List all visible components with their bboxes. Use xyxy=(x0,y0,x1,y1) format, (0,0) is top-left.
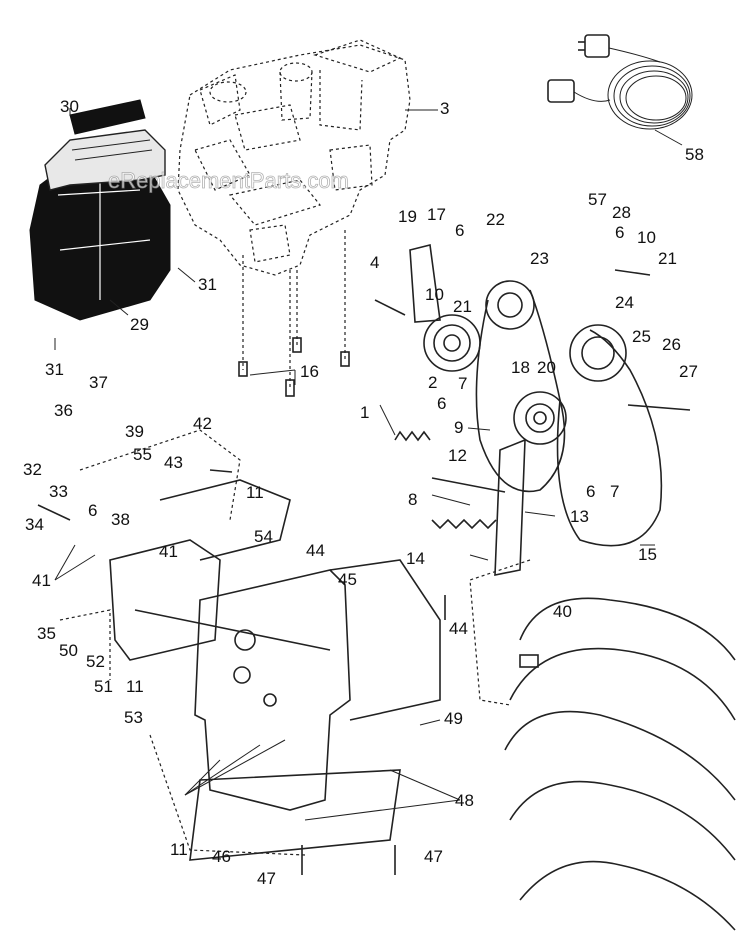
callout-53: 53 xyxy=(124,708,143,727)
callout-7-upper: 7 xyxy=(458,374,467,393)
callout-36: 36 xyxy=(54,401,73,420)
callout-19: 19 xyxy=(398,207,417,226)
callout-37: 37 xyxy=(89,373,108,392)
hardware-bolts xyxy=(37,269,691,875)
callout-41-lower: 41 xyxy=(32,571,51,590)
callout-25: 25 xyxy=(632,327,651,346)
callout-6-lower: 6 xyxy=(586,482,595,501)
callout-52: 52 xyxy=(86,652,105,671)
callout-11-mid: 11 xyxy=(126,677,144,696)
drive-pulleys xyxy=(409,244,663,576)
callout-17: 17 xyxy=(427,205,446,224)
callout-28: 28 xyxy=(612,203,631,222)
engine-assembly xyxy=(177,39,411,276)
engine-mount-bolts xyxy=(238,230,350,397)
callout-labels: 30 3 58 57 28 19 17 22 6 6 10 21 23 4 10… xyxy=(23,97,704,888)
callout-4: 4 xyxy=(370,253,379,272)
callout-46: 46 xyxy=(212,847,231,866)
callout-21-left: 21 xyxy=(453,297,472,316)
electric-start-cord xyxy=(547,34,693,130)
belt-tension-springs xyxy=(394,430,497,530)
callout-47-left: 47 xyxy=(257,869,276,888)
callout-54: 54 xyxy=(254,527,273,546)
callout-24: 24 xyxy=(615,293,634,312)
callout-8: 8 xyxy=(408,490,417,509)
watermark-text: eReplacementParts.com xyxy=(108,168,349,193)
callout-50: 50 xyxy=(59,641,78,660)
callout-44-upper: 44 xyxy=(306,541,325,560)
callout-43: 43 xyxy=(164,453,183,472)
callout-18: 18 xyxy=(511,358,530,377)
callout-48: 48 xyxy=(455,791,474,810)
callout-16: 16 xyxy=(300,362,319,381)
callout-26: 26 xyxy=(662,335,681,354)
callout-15: 15 xyxy=(638,545,657,564)
callout-12: 12 xyxy=(448,446,467,465)
callout-6-left: 6 xyxy=(88,501,97,520)
discharge-chute xyxy=(29,99,171,321)
callout-41-upper: 41 xyxy=(159,542,178,561)
callout-38: 38 xyxy=(111,510,130,529)
callout-31-right: 31 xyxy=(198,275,217,294)
callout-3: 3 xyxy=(440,99,449,118)
callout-30: 30 xyxy=(60,97,79,116)
callout-14: 14 xyxy=(406,549,425,568)
callout-7-lower: 7 xyxy=(610,482,619,501)
callout-35: 35 xyxy=(37,624,56,643)
callout-31-left: 31 xyxy=(45,360,64,379)
frame-assembly xyxy=(59,429,441,861)
callout-10-right: 10 xyxy=(637,228,656,247)
callout-23: 23 xyxy=(530,249,549,268)
auger-housing xyxy=(469,559,736,931)
callout-33: 33 xyxy=(49,482,68,501)
callout-27: 27 xyxy=(679,362,698,381)
callout-6-right: 6 xyxy=(615,223,624,242)
callout-40: 40 xyxy=(553,602,572,621)
callout-29: 29 xyxy=(130,315,149,334)
callout-34: 34 xyxy=(25,515,44,534)
callout-6-upper: 6 xyxy=(455,221,464,240)
callout-49: 49 xyxy=(444,709,463,728)
callout-57: 57 xyxy=(588,190,607,209)
callout-13: 13 xyxy=(570,507,589,526)
callout-55: 55 xyxy=(133,445,152,464)
callout-51: 51 xyxy=(94,677,113,696)
callout-11-lower: 11 xyxy=(170,840,188,859)
callout-22: 22 xyxy=(486,210,505,229)
callout-42: 42 xyxy=(193,414,212,433)
callout-39: 39 xyxy=(125,422,144,441)
callout-2: 2 xyxy=(428,373,437,392)
leader-lines xyxy=(54,109,683,821)
callout-6-mid: 6 xyxy=(437,394,446,413)
callout-11-upper: 11 xyxy=(246,483,264,502)
callout-58: 58 xyxy=(685,145,704,164)
callout-9: 9 xyxy=(454,418,463,437)
callout-20: 20 xyxy=(537,358,556,377)
callout-32: 32 xyxy=(23,460,42,479)
callout-21-right: 21 xyxy=(658,249,677,268)
callout-44-lower: 44 xyxy=(449,619,468,638)
callout-47-right: 47 xyxy=(424,847,443,866)
callout-1: 1 xyxy=(360,403,369,422)
callout-10-left: 10 xyxy=(425,285,444,304)
callout-45: 45 xyxy=(338,570,357,589)
